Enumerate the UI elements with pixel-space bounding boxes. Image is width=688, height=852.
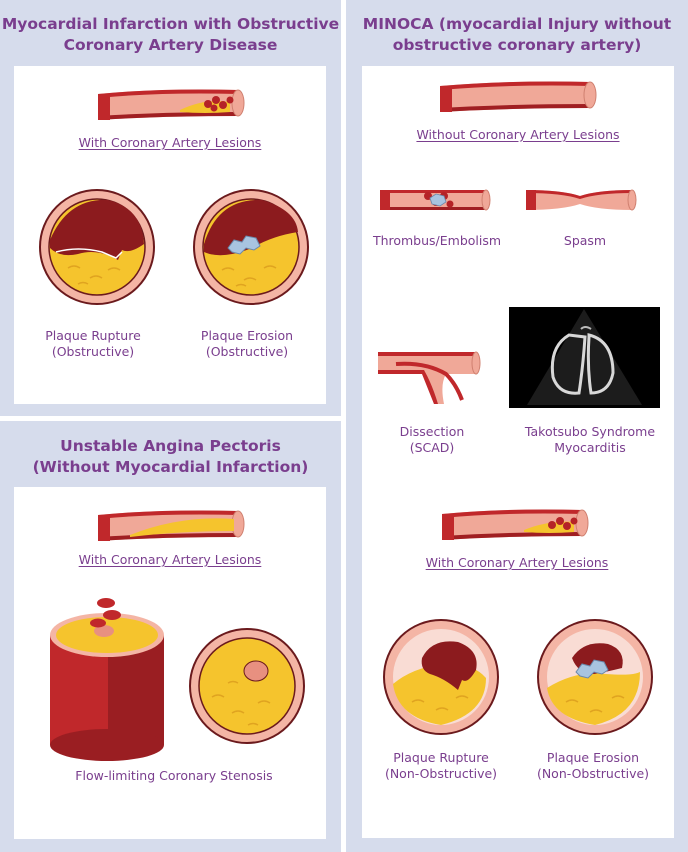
- vertical-divider: [341, 0, 346, 852]
- label-line-2: Myocarditis: [554, 440, 626, 455]
- lesion-caption: With Coronary Artery Lesions: [78, 135, 262, 150]
- dissection-label: Dissection (SCAD): [362, 424, 502, 456]
- plaque-rupture-nonobstructive-cross-section: [383, 619, 499, 735]
- label-line-2: (Obstructive): [51, 344, 135, 359]
- plaque-rupture-label: Plaque Rupture (Obstructive): [18, 328, 168, 360]
- takotsubo-label: Takotsubo Syndrome Myocarditis: [510, 424, 670, 456]
- title-line-2: (Without Myocardial Infarction): [32, 458, 309, 476]
- lesion-caption: With Coronary Artery Lesions: [78, 552, 262, 567]
- vessel-with-lesion-illustration: [98, 510, 245, 541]
- panel-unstable-angina: Unstable Angina Pectoris (Without Myocar…: [0, 421, 341, 852]
- panel-title: Myocardial Infarction with Obstructive C…: [0, 14, 341, 56]
- plaque-erosion-label: Plaque Erosion (Obstructive): [172, 328, 322, 360]
- label-line-1: Plaque Rupture: [393, 750, 489, 765]
- label-line-2: (Non-Obstructive): [536, 766, 650, 781]
- panel-title: MINOCA (myocardial Injury without obstru…: [346, 14, 688, 56]
- stenosis-caption: Flow-limiting Coronary Stenosis: [75, 768, 273, 783]
- label-line-1: Plaque Erosion: [546, 750, 640, 765]
- label-line-1: Dissection: [399, 424, 465, 439]
- thrombus-vessel-illustration: [380, 189, 491, 211]
- vessel-without-lesion-illustration: [440, 81, 597, 112]
- stenosis-cross-section: [189, 628, 305, 744]
- panel-minoca: MINOCA (myocardial Injury without obstru…: [346, 0, 688, 852]
- card: With Coronary Artery Lesions Plaque Rupt…: [14, 66, 326, 404]
- label-line-1: Plaque Erosion: [200, 328, 294, 343]
- label-line-1: Plaque Rupture: [45, 328, 141, 343]
- plaque-rupture-nonobstructive-label: Plaque Rupture (Non-Obstructive): [362, 750, 520, 782]
- panel-title: Unstable Angina Pectoris (Without Myocar…: [0, 436, 341, 478]
- no-lesion-caption: Without Coronary Artery Lesions: [416, 127, 620, 142]
- label-line-2: (SCAD): [409, 440, 455, 455]
- label-line-1: Takotsubo Syndrome: [524, 424, 656, 439]
- spasm-label: Spasm: [563, 233, 607, 248]
- title-line-1: Myocardial Infarction with Obstructive: [1, 15, 340, 33]
- horizontal-divider: [0, 416, 341, 421]
- title-line-1: MINOCA (myocardial Injury without: [362, 15, 672, 33]
- dissection-illustration: [378, 351, 481, 404]
- label-line-2: (Obstructive): [205, 344, 289, 359]
- title-line-2: obstructive coronary artery): [392, 36, 642, 54]
- stenosis-cylinder-illustration: [50, 598, 164, 761]
- vessel-with-lesion-illustration: [98, 89, 245, 120]
- panel-mi-obstructive: Myocardial Infarction with Obstructive C…: [0, 0, 341, 416]
- label-line-2: (Non-Obstructive): [384, 766, 498, 781]
- thrombus-label: Thrombus/Embolism: [372, 233, 502, 248]
- title-line-1: Unstable Angina Pectoris: [60, 437, 281, 455]
- title-line-2: Coronary Artery Disease: [63, 36, 278, 54]
- plaque-erosion-nonobstructive-cross-section: [537, 619, 653, 735]
- card: Without Coronary Artery Lesions Thrombus…: [362, 66, 674, 838]
- spasm-vessel-illustration: [526, 189, 637, 211]
- card: With Coronary Artery Lesions Flow-limiti…: [14, 487, 326, 839]
- lesion-caption: With Coronary Artery Lesions: [425, 555, 609, 570]
- plaque-erosion-nonobstructive-label: Plaque Erosion (Non-Obstructive): [514, 750, 672, 782]
- vessel-with-lesion-illustration: [442, 509, 589, 540]
- echo-heart-outline: [527, 309, 642, 405]
- plaque-erosion-cross-section: [193, 189, 309, 305]
- plaque-rupture-cross-section: [39, 189, 155, 305]
- echocardiogram-image: [509, 307, 660, 408]
